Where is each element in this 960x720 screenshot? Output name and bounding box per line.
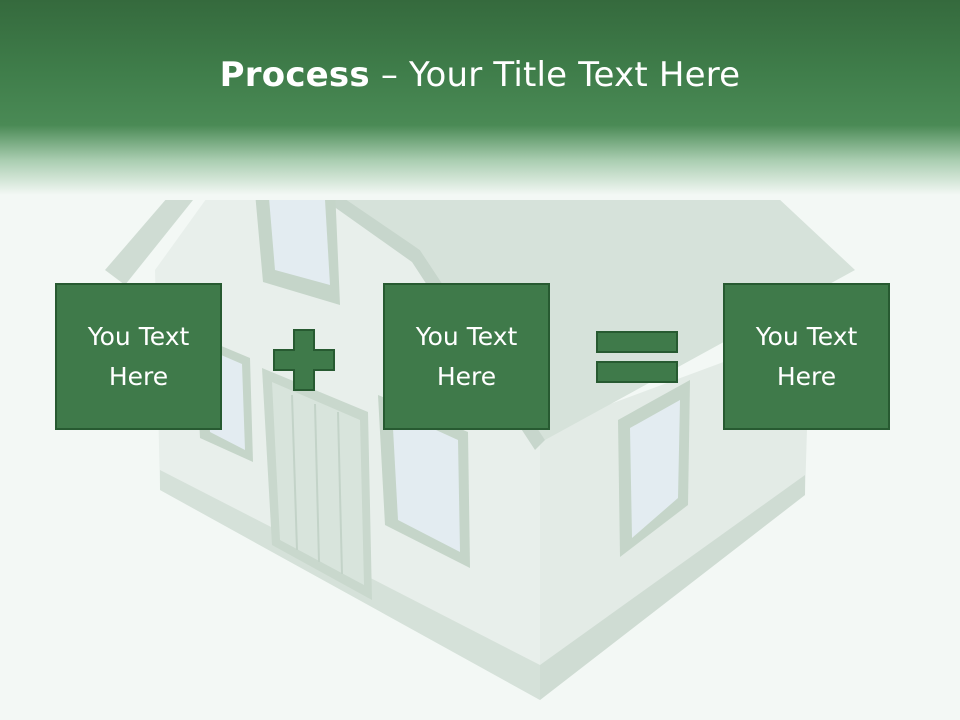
text-box-2[interactable]: You Text Here [383, 283, 550, 430]
text-box-1-label: You Text Here [87, 321, 190, 391]
equals-sign-icon [596, 331, 678, 383]
title-bold-word: Process [219, 55, 370, 95]
title-bar [0, 0, 960, 200]
title-separator: – [369, 55, 410, 95]
text-box-1[interactable]: You Text Here [55, 283, 222, 430]
title-rest: Your Title Text Here [409, 55, 741, 95]
text-box-3-label: You Text Here [755, 321, 858, 391]
text-box-3[interactable]: You Text Here [723, 283, 890, 430]
text-box-2-label: You Text Here [415, 321, 518, 391]
plus-sign-icon [273, 329, 335, 391]
slide-title: Process – Your Title Text Here [0, 55, 960, 95]
